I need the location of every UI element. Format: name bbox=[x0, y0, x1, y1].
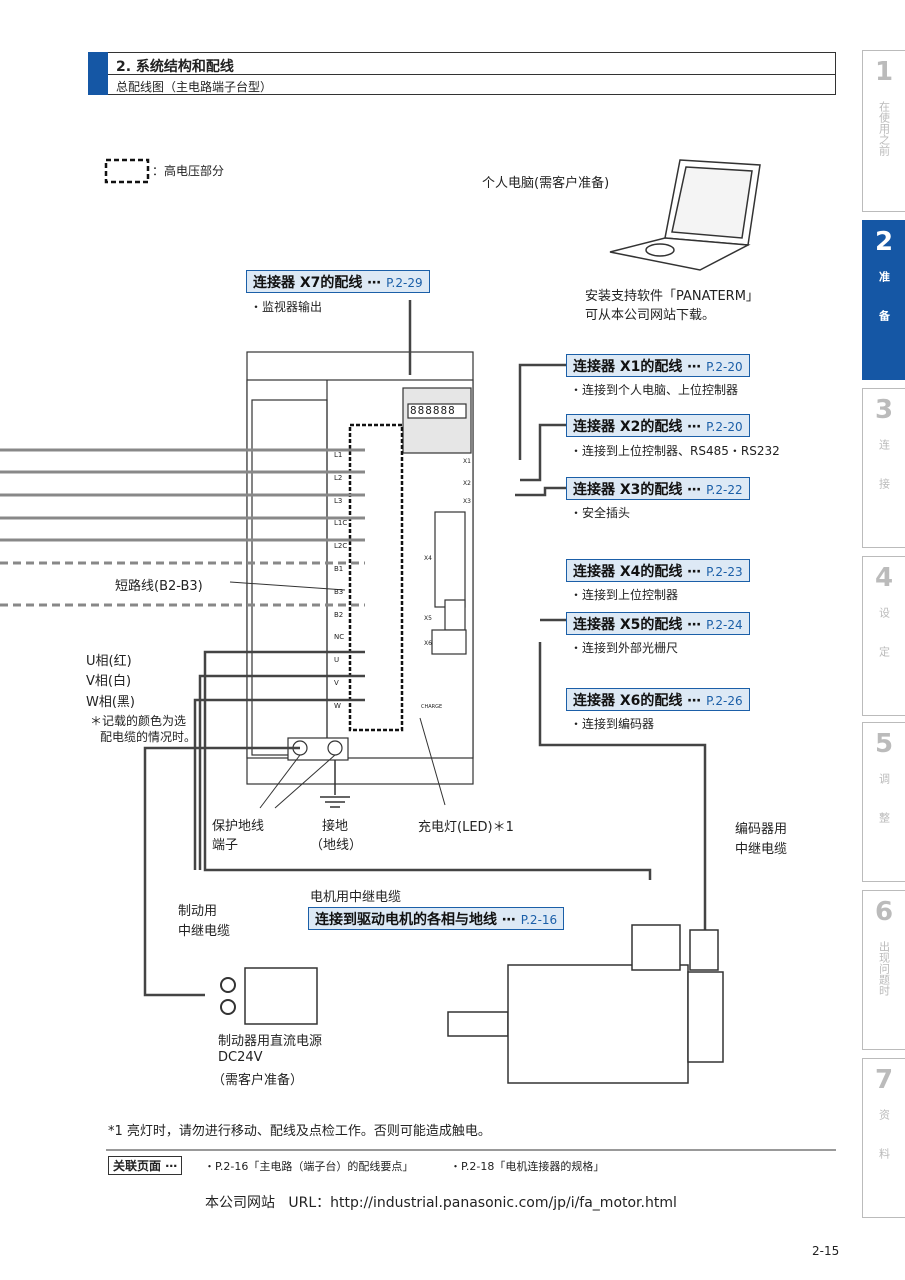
connector-x1-link[interactable]: 连接器 X1的配线 ⋯ P.2-20 bbox=[566, 354, 750, 377]
servo-motor bbox=[447, 924, 724, 1084]
footnote: *1 亮灯时，请勿进行移动、配线及点检工作。否则可能造成触电。 bbox=[108, 1124, 491, 1139]
port-x5: X5 bbox=[424, 615, 432, 622]
brake-cable-label: 中继电缆 bbox=[178, 924, 231, 939]
brake-cable-label: 制动用 bbox=[178, 904, 218, 919]
pc-label: 个人电脑(需客户准备) bbox=[482, 176, 610, 191]
related-pages-label: 关联页面 ⋯ bbox=[108, 1156, 183, 1175]
connector-desc: ・连接到外部光栅尺 bbox=[570, 641, 679, 655]
connector-x4-link[interactable]: 连接器 X4的配线 ⋯ P.2-23 bbox=[566, 559, 750, 582]
status-display: 888888 bbox=[410, 404, 456, 417]
psu-label: （需客户准备） bbox=[212, 1073, 304, 1088]
connector-desc: ・安全插头 bbox=[570, 506, 631, 520]
encoder-cable-label: 中继电缆 bbox=[735, 842, 788, 857]
header-divider bbox=[108, 74, 836, 75]
header-frame bbox=[108, 52, 836, 95]
website: 本公司网站 URL：http://industrial.panasonic.co… bbox=[205, 1195, 677, 1211]
connector-x5-link[interactable]: 连接器 X5的配线 ⋯ P.2-24 bbox=[566, 612, 750, 635]
connector-desc: ・连接到个人电脑、上位控制器 bbox=[570, 383, 739, 397]
connector-x3-link[interactable]: 连接器 X3的配线 ⋯ P.2-22 bbox=[566, 477, 750, 500]
connector-x7-link[interactable]: 连接器 X7的配线 ⋯ P.2-29 bbox=[246, 270, 430, 293]
psu-label: 制动器用直流电源 bbox=[218, 1034, 323, 1049]
connector-desc: ・连接到上位控制器、RS485・RS232 bbox=[570, 444, 780, 458]
port-x6: X6 bbox=[424, 640, 432, 647]
page-number: 2-15 bbox=[812, 1244, 840, 1258]
ground-label: 接地 bbox=[322, 819, 349, 834]
laptop-icon bbox=[609, 159, 761, 271]
page-title: 2. 系统结构和配线 bbox=[116, 59, 234, 75]
connector-x6-link[interactable]: 连接器 X6的配线 ⋯ P.2-26 bbox=[566, 688, 750, 711]
related-link[interactable]: ・P.2-18「电机连接器的规格」 bbox=[450, 1160, 605, 1173]
w-phase-label: W相(黑) bbox=[86, 695, 135, 710]
connector-x2-link[interactable]: 连接器 X2的配线 ⋯ P.2-20 bbox=[566, 414, 750, 437]
connector-desc: ・连接到上位控制器 bbox=[570, 588, 679, 602]
port-x2: X2 bbox=[463, 480, 471, 487]
high-voltage-legend: ：高电压部分 bbox=[152, 164, 225, 178]
ground-label: （地线） bbox=[310, 838, 363, 853]
u-phase-label: U相(红) bbox=[86, 654, 132, 669]
related-link[interactable]: ・P.2-16「主电路（端子台）的配线要点」 bbox=[204, 1160, 414, 1173]
port-x1: X1 bbox=[463, 458, 471, 465]
short-bar-label: 短路线(B2-B3) bbox=[115, 579, 203, 594]
panaterm-note: 安装支持软件「PANATERM」 bbox=[585, 289, 759, 304]
psu-label: DC24V bbox=[218, 1050, 263, 1065]
pe-terminal-label: 端子 bbox=[212, 838, 239, 853]
motor-connection-link[interactable]: 连接到驱动电机的各相与地线 ⋯ P.2-16 bbox=[308, 907, 565, 930]
connector-desc: ・连接到编码器 bbox=[570, 717, 655, 731]
color-note: 配电缆的情况时。 bbox=[100, 730, 197, 744]
charge-led-label: CHARGE bbox=[421, 704, 443, 710]
servo-drive bbox=[246, 351, 474, 785]
charge-led-callout: 充电灯(LED)＊1 bbox=[418, 820, 514, 835]
download-note: 可从本公司网站下载。 bbox=[585, 308, 716, 323]
color-note: ＊记载的颜色为选 bbox=[90, 714, 187, 728]
port-x4: X4 bbox=[424, 555, 432, 562]
section-marker bbox=[88, 52, 108, 95]
website-url[interactable]: URL：http://industrial.panasonic.com/jp/i… bbox=[288, 1195, 677, 1211]
connector-desc: ・监视器输出 bbox=[250, 300, 323, 314]
page-subtitle: 总配线图（主电路端子台型） bbox=[116, 80, 273, 94]
port-x3: X3 bbox=[463, 498, 471, 505]
pe-terminal-label: 保护地线 bbox=[212, 819, 265, 834]
v-phase-label: V相(白) bbox=[86, 674, 132, 689]
encoder-cable-label: 编码器用 bbox=[735, 822, 788, 837]
motor-cable-label: 电机用中继电缆 bbox=[310, 890, 402, 905]
